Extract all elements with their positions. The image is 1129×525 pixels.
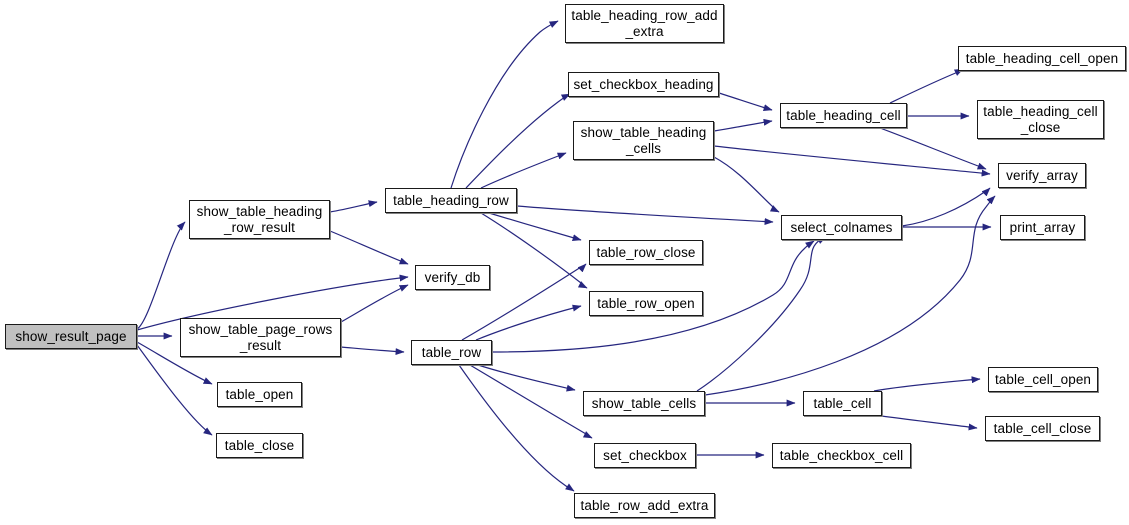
call-edge: [713, 118, 773, 132]
node-label: print_array: [1009, 219, 1076, 235]
node-set_checkbox[interactable]: set_checkbox: [594, 443, 696, 468]
node-label: show_table_heading _cells: [580, 124, 707, 156]
call-edge: [480, 212, 588, 289]
call-edge: [475, 304, 582, 341]
node-label: set_checkbox: [603, 447, 687, 463]
node-verify_db[interactable]: verify_db: [415, 265, 490, 290]
call-edge: [879, 127, 987, 170]
node-print_array[interactable]: print_array: [1000, 215, 1085, 240]
call-edge: [889, 68, 964, 104]
node-label: show_result_page: [15, 328, 127, 344]
node-label: table_heading_cell: [786, 107, 901, 123]
call-edge: [718, 92, 773, 111]
node-show_table_heading_cells[interactable]: show_table_heading _cells: [573, 121, 714, 160]
node-table_checkbox_cell[interactable]: table_checkbox_cell: [772, 443, 911, 468]
node-verify_array[interactable]: verify_array: [998, 163, 1086, 188]
node-table_close[interactable]: table_close: [216, 433, 303, 458]
node-table_row[interactable]: table_row: [411, 340, 492, 365]
node-label: table_heading_cell _close: [983, 103, 1098, 135]
node-table_heading_row_add_extra[interactable]: table_heading_row_add _extra: [565, 4, 724, 43]
call-edge: [136, 344, 213, 436]
node-set_checkbox_heading[interactable]: set_checkbox_heading: [568, 72, 719, 97]
node-table_heading_row[interactable]: table_heading_row: [385, 188, 517, 213]
node-table_cell_close[interactable]: table_cell_close: [985, 416, 1100, 441]
node-label: table_heading_row: [393, 192, 509, 208]
call-edge: [488, 212, 582, 242]
call-edge: [469, 364, 593, 439]
node-select_colnames[interactable]: select_colnames: [781, 215, 902, 240]
call-edge: [516, 205, 774, 226]
call-edge: [465, 93, 571, 189]
node-label: table_heading_row_add _extra: [571, 7, 718, 39]
node-table_heading_cell_close[interactable]: table_heading_cell _close: [977, 100, 1104, 139]
call-edge: [329, 200, 378, 213]
node-label: verify_array: [1006, 167, 1078, 183]
node-table_open[interactable]: table_open: [217, 382, 302, 407]
node-show_table_heading_row_result[interactable]: show_table_heading _row_result: [189, 200, 330, 239]
node-label: table_cell: [813, 395, 872, 411]
node-show_result_page[interactable]: show_result_page: [5, 324, 137, 349]
node-table_row_open[interactable]: table_row_open: [589, 291, 703, 316]
node-label: table_row: [421, 344, 482, 360]
call-edge: [136, 221, 186, 330]
call-edge: [340, 346, 405, 356]
node-label: table_cell_open: [994, 371, 1092, 387]
call-edge: [329, 230, 409, 265]
node-show_table_cells[interactable]: show_table_cells: [583, 391, 705, 416]
node-label: table_row_add_extra: [580, 497, 709, 513]
call-edge: [873, 376, 981, 392]
call-edge: [340, 284, 409, 323]
node-label: table_cell_close: [993, 420, 1092, 436]
node-label: set_checkbox_heading: [573, 76, 714, 92]
node-label: show_table_heading _row_result: [196, 203, 323, 235]
node-table_row_close[interactable]: table_row_close: [589, 240, 703, 265]
call-edge: [458, 364, 575, 492]
node-label: table_checkbox_cell: [779, 447, 904, 463]
call-edge: [477, 364, 576, 392]
node-table_cell_open[interactable]: table_cell_open: [988, 367, 1098, 392]
node-label: select_colnames: [790, 219, 893, 235]
call-edge: [696, 236, 827, 392]
node-label: show_table_page_rows _result: [188, 321, 333, 353]
node-table_cell[interactable]: table_cell: [803, 391, 882, 416]
node-table_heading_cell[interactable]: table_heading_cell: [780, 103, 907, 128]
node-label: table_close: [224, 437, 295, 453]
edge-group: [136, 20, 996, 492]
call-edge: [450, 20, 559, 189]
call-edge: [901, 187, 991, 227]
node-label: table_row_open: [597, 295, 695, 311]
node-table_heading_cell_open[interactable]: table_heading_cell_open: [958, 46, 1126, 71]
node-table_row_add_extra[interactable]: table_row_add_extra: [574, 493, 715, 518]
node-label: table_heading_cell_open: [965, 50, 1119, 66]
node-label: show_table_cells: [591, 395, 697, 411]
node-label: table_open: [225, 386, 294, 402]
call-edge: [873, 414, 978, 431]
node-show_table_page_rows_result[interactable]: show_table_page_rows _result: [180, 318, 341, 357]
call-edge: [713, 145, 991, 177]
call-edge: [480, 152, 567, 189]
node-label: verify_db: [424, 269, 481, 285]
call-edge: [713, 156, 780, 213]
node-label: table_row_close: [596, 244, 696, 260]
